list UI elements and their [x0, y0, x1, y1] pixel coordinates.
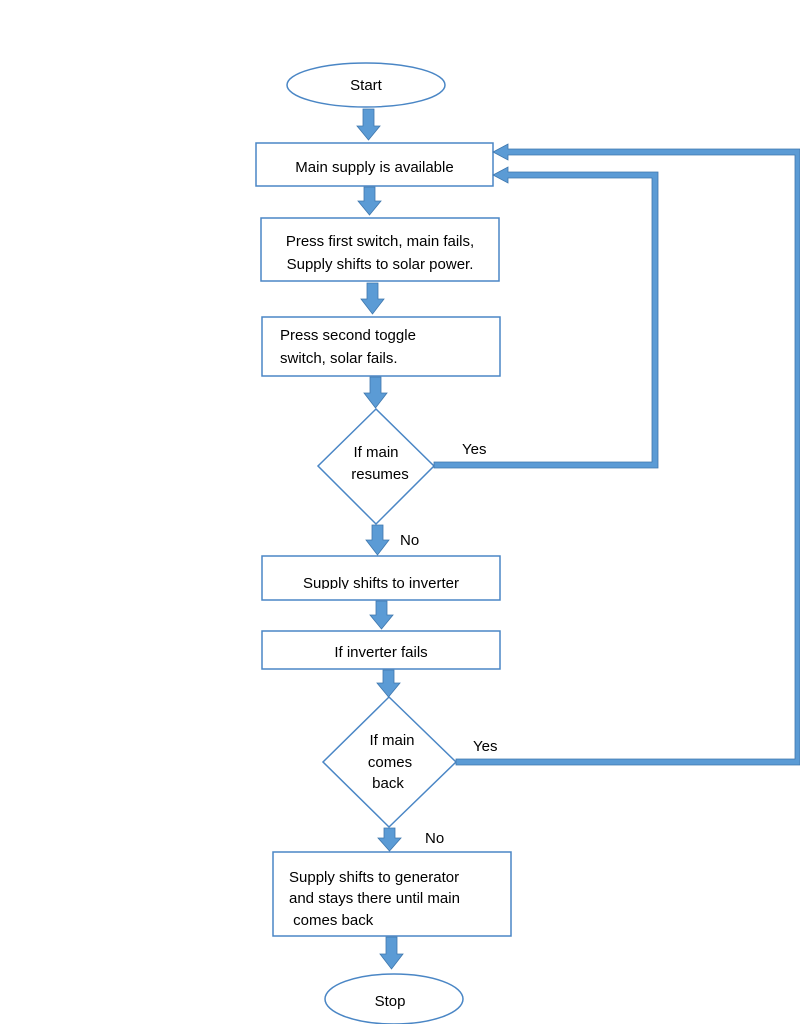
decision-back-label-line2: comes	[367, 754, 413, 771]
start-label: Start	[350, 77, 382, 94]
yes-label-1: Yes	[462, 441, 487, 458]
arrow-down-3	[360, 282, 385, 315]
main-available-label: Main supply is available	[295, 159, 454, 176]
decision-resumes-label-line1: If main	[353, 444, 399, 461]
box-inverter-fails	[261, 630, 501, 670]
box-second-toggle	[261, 316, 501, 377]
decision-resumes-label-line2: resumes	[351, 466, 409, 483]
box-generator	[272, 851, 512, 937]
stop-label: Stop	[374, 993, 406, 1010]
generator-label-line2: and stays there until main	[289, 890, 460, 907]
loop-arrow-resumes	[433, 166, 659, 469]
generator-label-line3: comes back	[289, 912, 374, 929]
arrow-down-2	[357, 186, 382, 216]
decision-main-back	[321, 695, 458, 829]
arrow-down-8	[377, 827, 402, 852]
loop-arrow-back	[455, 143, 800, 766]
decision-main-resumes	[316, 407, 436, 526]
first-switch-label-line1: Press first switch, main fails,	[285, 233, 475, 250]
box-first-switch	[260, 217, 500, 282]
start-terminal	[286, 62, 446, 108]
box-main-available	[255, 142, 494, 187]
arrow-down-9	[379, 936, 404, 970]
arrow-down-1	[356, 108, 381, 141]
decision-back-label-line3: back	[372, 775, 404, 792]
second-toggle-label-line2: switch, solar fails.	[280, 350, 398, 367]
yes-label-2: Yes	[473, 738, 498, 755]
box-inverter	[261, 555, 501, 601]
no-label-2: No	[425, 830, 445, 847]
arrow-down-5	[365, 524, 390, 556]
inverter-label: Supply shifts to inverter	[303, 575, 459, 589]
arrow-down-7	[376, 669, 401, 698]
inverter-fails-label: If inverter fails	[334, 644, 428, 661]
first-switch-label-line2: Supply shifts to solar power.	[286, 256, 474, 273]
no-label-1: No	[400, 532, 420, 549]
second-toggle-label-line1: Press second toggle	[280, 327, 416, 344]
arrow-down-6	[369, 600, 394, 630]
generator-label-line1: Supply shifts to generator	[289, 869, 460, 886]
decision-back-label-line1: If main	[369, 732, 415, 749]
arrow-down-4	[363, 376, 388, 409]
